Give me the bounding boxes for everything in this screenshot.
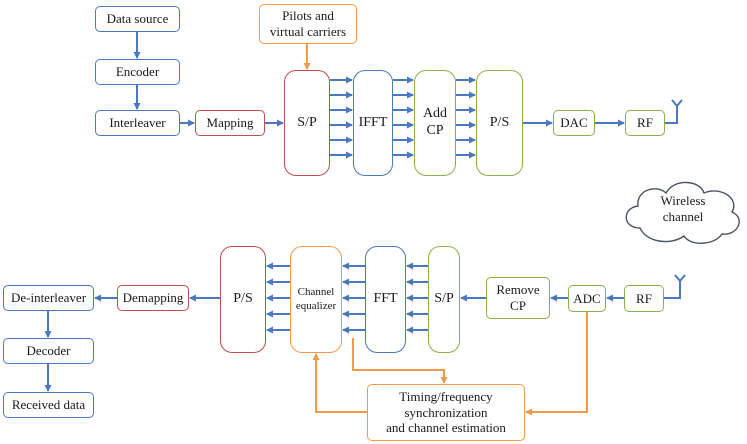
- fft-block: FFT: [365, 246, 406, 353]
- sync-estimation-block: Timing/frequency synchronization and cha…: [367, 384, 525, 441]
- rx-antenna-icon: [674, 274, 686, 299]
- tx-ps-block: P/S: [476, 70, 523, 176]
- adc-block: ADC: [568, 285, 606, 312]
- mapping-block: Mapping: [195, 110, 265, 136]
- demapping-block: Demapping: [117, 285, 189, 311]
- decoder-block: Decoder: [3, 338, 94, 364]
- deinterleaver-block: De-interleaver: [3, 285, 94, 311]
- add-cp-block: Add CP: [414, 70, 456, 176]
- rx-rf-block: RF: [624, 285, 664, 312]
- data-source-block: Data source: [95, 6, 180, 32]
- channel-equalizer-block: Channel equalizer: [290, 246, 342, 353]
- rx-ps-block: P/S: [220, 246, 266, 353]
- rx-sp-block: S/P: [428, 246, 460, 353]
- encoder-block: Encoder: [95, 59, 180, 85]
- arrow-sync-equalizer: [312, 353, 367, 413]
- pilots-block: Pilots and virtual carriers: [259, 4, 357, 44]
- tx-rf-block: RF: [625, 110, 665, 136]
- wireless-channel-label: Wireless channel: [660, 193, 706, 225]
- arrow-equalizer-sync: [352, 338, 448, 384]
- arrow-adc-sync: [525, 312, 588, 416]
- received-data-block: Received data: [3, 392, 94, 418]
- wireless-channel-cloud: [625, 181, 740, 244]
- remove-cp-block: Remove CP: [486, 277, 550, 319]
- interleaver-block: Interleaver: [95, 110, 180, 136]
- tx-antenna-icon: [671, 99, 683, 124]
- dac-block: DAC: [553, 110, 595, 136]
- tx-sp-block: S/P: [284, 70, 330, 176]
- ifft-block: IFFT: [353, 70, 393, 176]
